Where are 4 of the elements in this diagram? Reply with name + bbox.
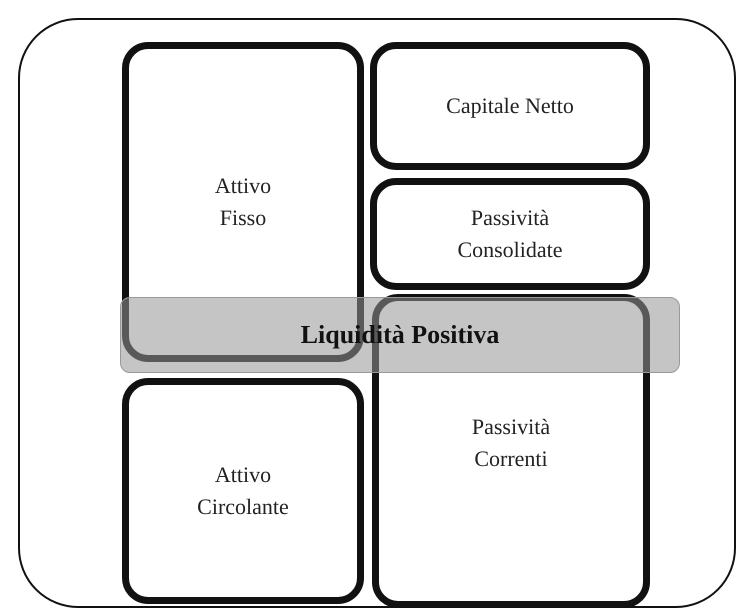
account-box: Passività Consolidate [370, 178, 650, 290]
outer-frame [18, 18, 736, 608]
account-box: Attivo Circolante [122, 378, 364, 604]
account-box: Capitale Netto [370, 42, 650, 170]
